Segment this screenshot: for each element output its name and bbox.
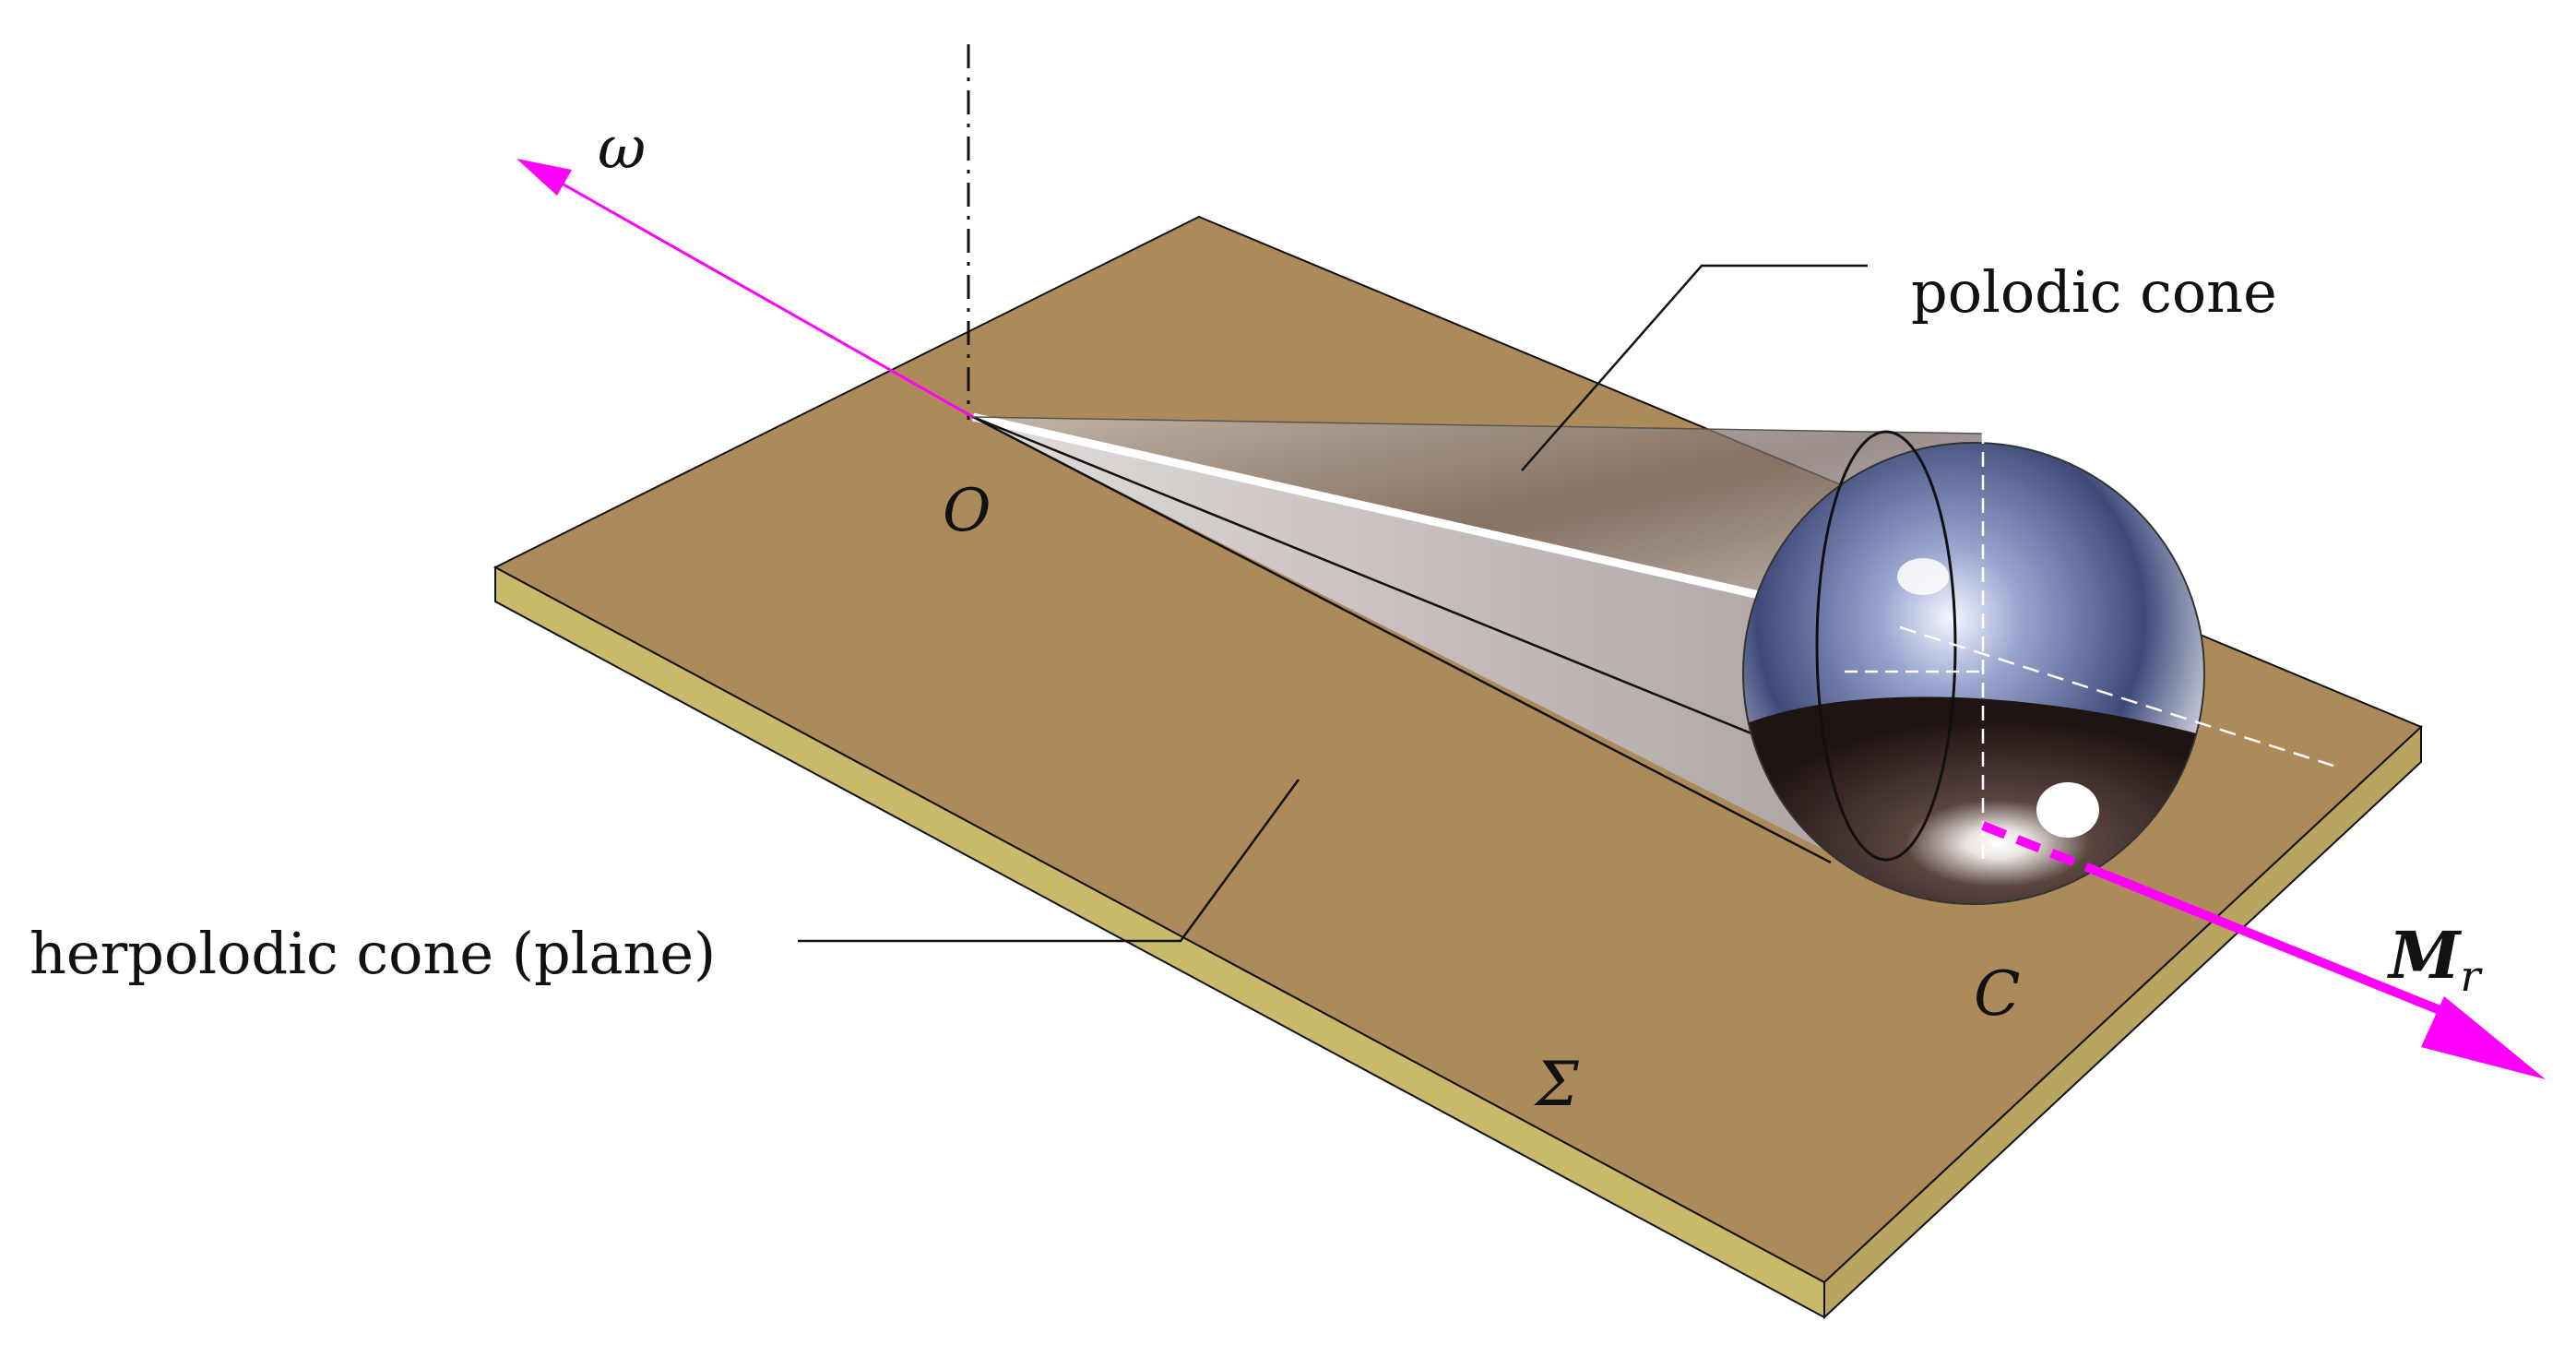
omega-vector-line [543, 172, 974, 419]
center-label: C [1974, 958, 2021, 1030]
polodic-cone-leader [1521, 264, 1868, 471]
polodic-cone-lower [973, 417, 1960, 853]
sphere-highlight-top [1897, 558, 1949, 595]
cone-lower-generator [972, 415, 1832, 864]
herpolodic-cone-leader [798, 779, 1300, 943]
polodic-cone-label: polodic cone [1911, 258, 2277, 326]
omega-vector-arrowhead [516, 159, 572, 196]
cone-upper-generator [972, 416, 1984, 434]
sigma-label: Σ [1534, 1049, 1579, 1120]
origin-label: O [943, 477, 991, 545]
moment-label-sub: r [2461, 951, 2484, 1001]
herpolodic-cone-label: herpolodic cone (plane) [30, 920, 716, 987]
sphere-highlight-bottom [2036, 782, 2099, 838]
plate-right-edge [1823, 724, 2422, 1320]
omega-label: ω [598, 114, 646, 183]
moment-vector-line [2096, 867, 2464, 1024]
moment-vector-dashed [1981, 821, 2100, 876]
moment-label-main: M [2387, 917, 2463, 994]
moment-vector-arrowhead [2421, 996, 2546, 1079]
moment-label: Mr [2387, 917, 2484, 1001]
